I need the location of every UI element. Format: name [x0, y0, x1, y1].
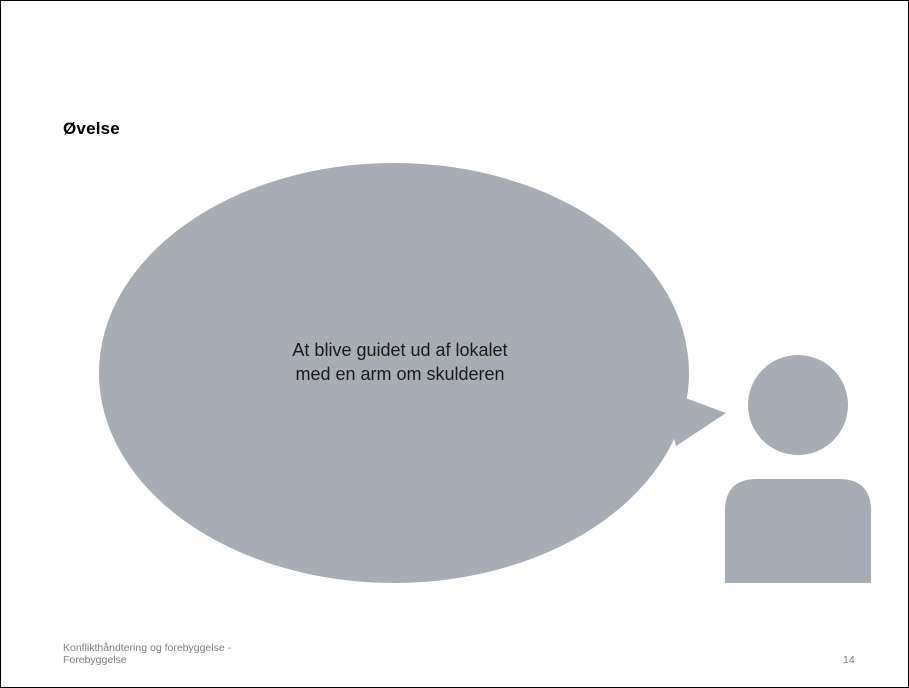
- speech-bubble-line: At blive guidet ud af lokalet: [292, 340, 508, 360]
- speech-bubble-icon: [99, 163, 726, 583]
- footer-text: Konflikthåndtering og forebyggelse - For…: [63, 642, 231, 666]
- speech-bubble-line: med en arm om skulderen: [295, 364, 505, 384]
- slide-title: Øvelse: [63, 119, 120, 138]
- page-number: 14: [843, 654, 855, 666]
- footer-line: Forebyggelse: [63, 654, 127, 666]
- person-icon: [725, 355, 871, 583]
- speech-bubble-text: At blive guidet ud af lokalet med en arm…: [216, 338, 584, 386]
- footer-line: Konflikthåndtering og forebyggelse -: [63, 642, 232, 654]
